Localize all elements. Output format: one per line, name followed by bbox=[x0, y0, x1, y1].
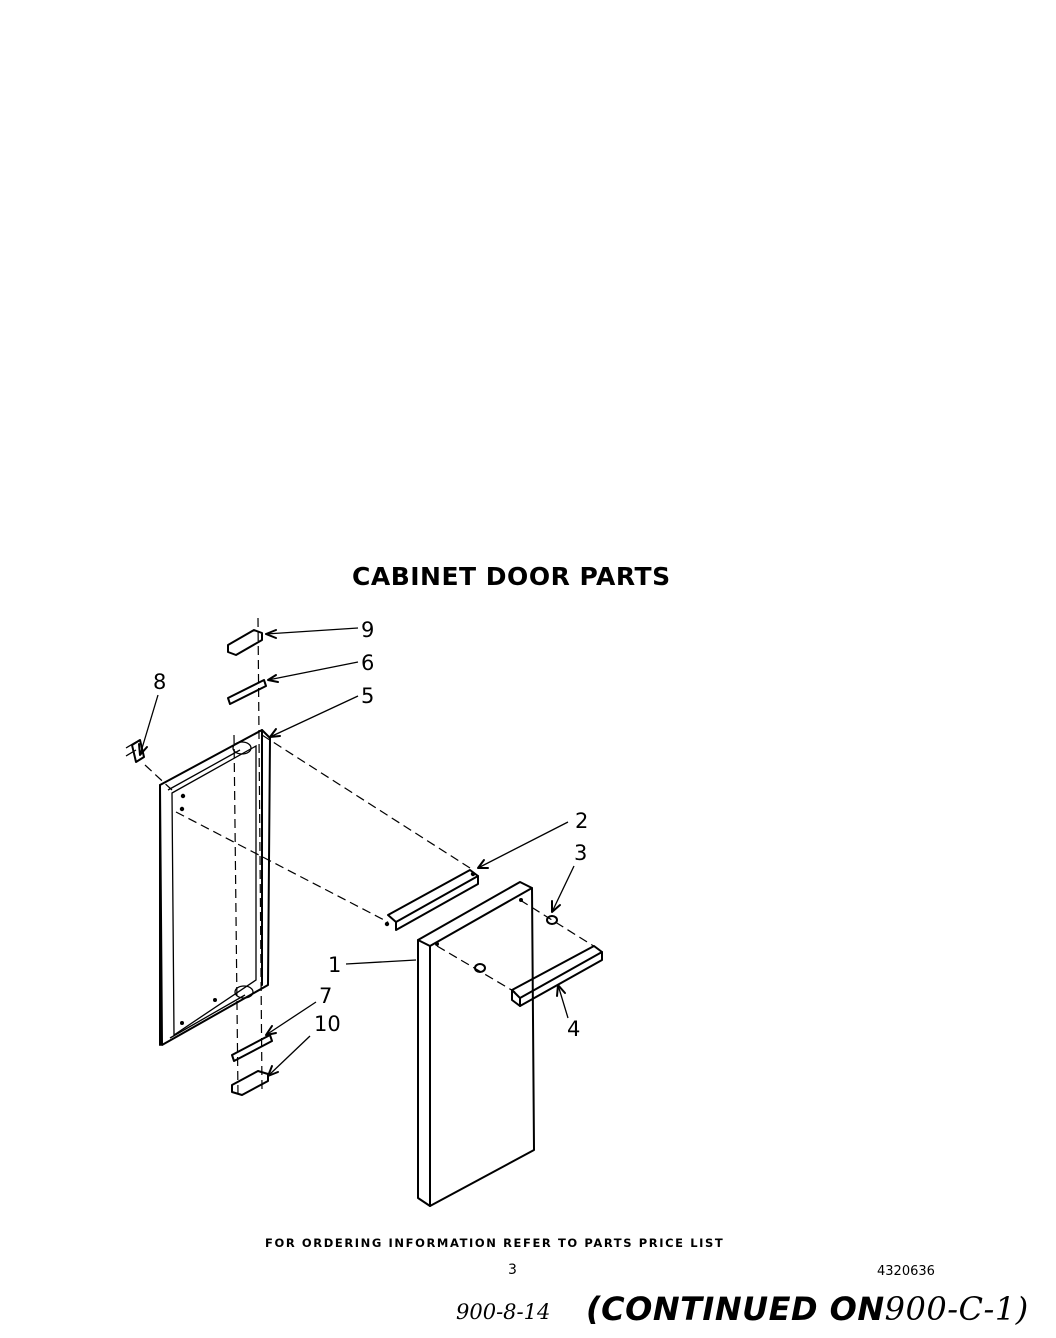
hinge-bar-part-2 bbox=[384, 869, 479, 931]
callout-leader-lines bbox=[138, 627, 575, 1077]
callout-4: 4 bbox=[567, 1017, 580, 1041]
handwritten-reference: 900-8-14 bbox=[456, 1300, 551, 1324]
continued-reference: 900-C-1) bbox=[884, 1290, 1029, 1328]
callout-3: 3 bbox=[574, 841, 587, 865]
ordering-info-note: FOR ORDERING INFORMATION REFER TO PARTS … bbox=[265, 1236, 725, 1250]
assembly-dashed-lines bbox=[144, 617, 601, 1096]
continued-label: (CONTINUED ON bbox=[586, 1290, 885, 1328]
document-number: 4320636 bbox=[877, 1264, 935, 1279]
outer-door-panel-part-1 bbox=[417, 881, 535, 1207]
callout-5: 5 bbox=[361, 684, 374, 708]
hinge-plate-part-7 bbox=[231, 1034, 273, 1062]
spacer-part-3 bbox=[474, 915, 558, 973]
callout-9: 9 bbox=[361, 618, 374, 642]
callout-6: 6 bbox=[361, 651, 374, 675]
inner-door-liner-part-5 bbox=[159, 729, 271, 1046]
callout-8: 8 bbox=[153, 670, 166, 694]
hinge-plate-part-6 bbox=[227, 679, 267, 705]
continued-note: (CONTINUED ON900-C-1) bbox=[586, 1290, 1029, 1328]
hinge-clip-part-10 bbox=[231, 1070, 269, 1096]
door-stop-part-8 bbox=[125, 739, 145, 763]
callout-2: 2 bbox=[575, 809, 588, 833]
callout-10: 10 bbox=[314, 1012, 341, 1036]
hinge-clip-part-9 bbox=[227, 629, 263, 656]
callout-labels: 9 6 5 8 2 3 1 7 10 4 bbox=[153, 618, 588, 1041]
callout-1: 1 bbox=[328, 953, 341, 977]
page-number: 3 bbox=[508, 1262, 517, 1278]
page-title: CABINET DOOR PARTS bbox=[352, 562, 671, 591]
callout-7: 7 bbox=[319, 984, 332, 1008]
door-handle-part-4 bbox=[511, 945, 603, 1007]
